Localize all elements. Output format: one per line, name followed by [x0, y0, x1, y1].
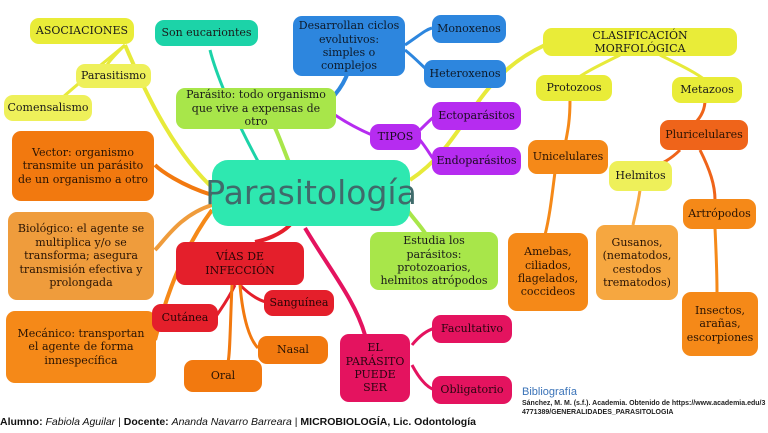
parasitismo-node: Parasitismo — [76, 64, 151, 88]
nasal-node: Nasal — [258, 336, 328, 364]
bibliography-title: Bibliografía — [522, 386, 578, 398]
asociaciones-node: ASOCIACIONES — [30, 18, 134, 44]
endoparasitos-node: Endoparásitos — [432, 147, 521, 175]
artropodos-node: Artrópodos — [683, 199, 756, 229]
pluricelulares-node: Pluricelulares — [660, 120, 748, 150]
oral-node: Oral — [184, 360, 262, 392]
gusanos-node: Gusanos, (nematodos, cestodos trematodos… — [596, 225, 678, 300]
sanguinea-node: Sanguínea — [264, 290, 334, 316]
estudia-parasitos-node: Estudia los parásitos: protozoarios, hel… — [370, 232, 498, 290]
helmitos-node: Helmitos — [609, 161, 672, 191]
metazoos-node: Metazoos — [672, 77, 742, 103]
protozoos-node: Protozoos — [536, 75, 612, 101]
docente-label: Docente: — [123, 416, 169, 428]
alumno-name: Fabiola Aguilar — [45, 416, 116, 428]
parasito-puede-ser-node: EL PARÁSITO PUEDE SER — [340, 334, 410, 402]
docente-name: Ananda Navarro Barreara — [171, 416, 292, 428]
facultativo-node: Facultativo — [432, 315, 512, 343]
bibliography: Bibliografía Sánchez, M. M. (s.f.). Acad… — [522, 386, 768, 418]
biologico-node: Biológico: el agente se multiplica y/o s… — [8, 212, 154, 300]
parasito-definition-node: Parásito: todo organismo que vive a expe… — [176, 88, 336, 129]
clasificacion-morfologica-node: CLASIFICACIÓN MORFOLÓGICA — [543, 28, 737, 56]
insectos-node: Insectos, arañas, escorpiones — [682, 292, 758, 356]
comensalismo-node: Comensalismo — [4, 95, 92, 121]
footer-credits: Alumno: Fabiola Aguilar | Docente: Anand… — [0, 416, 520, 433]
monoxenos-node: Monoxenos — [432, 15, 506, 43]
ectoparasitos-node: Ectoparásitos — [432, 102, 521, 130]
cutanea-node: Cutánea — [152, 304, 218, 332]
ciclos-evolutivos-node: Desarrollan ciclos evolutivos: simples o… — [293, 16, 405, 76]
vias-infeccion-node: VÍAS DE INFECCIÓN — [176, 242, 304, 285]
tipos-node: TIPOS — [370, 124, 421, 150]
central-topic: Parasitología — [205, 160, 417, 226]
alumno-label: Alumno: — [0, 416, 43, 428]
amebas-node: Amebas, ciliados, flagelados, coccideos — [508, 233, 588, 311]
unicelulares-node: Unicelulares — [528, 140, 608, 174]
separator: | — [118, 416, 121, 428]
obligatorio-node: Obligatorio — [432, 376, 512, 404]
heteroxenos-node: Heteroxenos — [424, 60, 506, 88]
mecanico-node: Mecánico: transportan el agente de forma… — [6, 311, 156, 383]
eucariontes-node: Son eucariontes — [155, 20, 258, 46]
bibliography-reference: Sánchez, M. M. (s.f.). Academia. Obtenid… — [522, 400, 766, 416]
course-name: MICROBIOLOGÍA, Lic. Odontología — [300, 416, 476, 428]
separator: | — [294, 416, 298, 428]
vector-node: Vector: organismo transmite un parásito … — [12, 131, 154, 201]
